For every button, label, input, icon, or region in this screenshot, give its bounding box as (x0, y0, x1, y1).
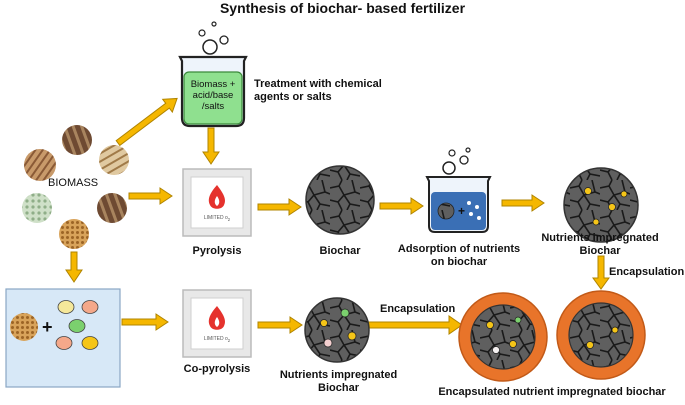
encapsulated-biochar-left (458, 292, 548, 382)
biomass-straw-image (24, 149, 56, 181)
treatment-beaker (178, 21, 248, 128)
arrow-biomass-to-treatment (115, 97, 178, 147)
nutrients-bottom-label: Nutrients impregnated Biochar (279, 369, 398, 394)
nutrient-biochar-top (563, 167, 639, 243)
biomass-grain-image (59, 219, 89, 249)
arrow-adsorption-to-nutrients (501, 194, 545, 212)
biomass-sample-group (22, 125, 129, 249)
biomass-label: BIOMASS (48, 177, 99, 189)
arrow-copyrolysis-to-nutrients (257, 316, 303, 334)
biochar-particle (305, 165, 375, 235)
arrow-nutrients-to-encapsulated (592, 255, 610, 290)
pyrolysis-furnace (182, 168, 252, 237)
encapsulated-biochar-right (556, 290, 646, 380)
copyrolysis-furnace (182, 289, 252, 358)
fire-icon (208, 306, 226, 330)
beaker-label: Biomass + acid/base /salts (190, 79, 236, 112)
biomass-chips-image (99, 145, 129, 175)
copyrolysis-label: Co-pyrolysis (183, 363, 251, 375)
treatment-label: Treatment with chemical agents or salts (254, 78, 382, 103)
encapsulation-right-label: Encapsulation (609, 266, 685, 278)
arrow-biomass-to-mixture (65, 251, 83, 283)
biomass-bark-image (62, 125, 92, 155)
nutrient-biochar-bottom (304, 297, 370, 363)
encapsulation-mid-label: Encapsulation (380, 303, 456, 315)
encapsulated-label: Encapsulated nutrient impregnated biocha… (438, 386, 666, 398)
svg-text:+: + (458, 204, 465, 218)
arrow-biochar-to-adsorption (379, 197, 424, 215)
biomass-wood-image (97, 193, 127, 223)
biochar-label: Biochar (319, 245, 361, 257)
nutrients-top-label: Nutrients impregnated Biochar (541, 232, 659, 257)
arrow-treatment-to-pyrolysis (202, 127, 220, 165)
furnace-caption-sub: 2 (227, 217, 231, 222)
mixture-biomass-image (10, 313, 38, 341)
adsorption-beaker: + (425, 147, 492, 233)
biomass-husk-image (22, 193, 52, 223)
arrow-biomass-to-pyrolysis (128, 187, 173, 205)
svg-text:+: + (42, 317, 53, 337)
furnace-caption-text: LIMITED o (203, 215, 228, 221)
fire-icon (208, 185, 226, 209)
adsorption-label: Adsorption of nutrients on biochar (397, 243, 521, 268)
arrow-mixture-to-copyrolysis (121, 313, 169, 331)
pyrolysis-label: Pyrolysis (192, 245, 242, 257)
arrow-nutrients-to-encapsulation (365, 315, 463, 335)
biomass-nutrient-mixture: + (5, 288, 121, 388)
biochar-in-solution (437, 202, 455, 220)
arrow-pyrolysis-to-biochar (257, 198, 302, 216)
page-title: Synthesis of biochar- based fertilizer (219, 0, 466, 16)
furnace-caption-sub: 2 (227, 338, 231, 343)
furnace-caption-2: LIMITED o2 (195, 336, 239, 343)
furnace-caption-text: LIMITED o (203, 336, 228, 342)
furnace-caption: LIMITED o2 (195, 215, 239, 222)
